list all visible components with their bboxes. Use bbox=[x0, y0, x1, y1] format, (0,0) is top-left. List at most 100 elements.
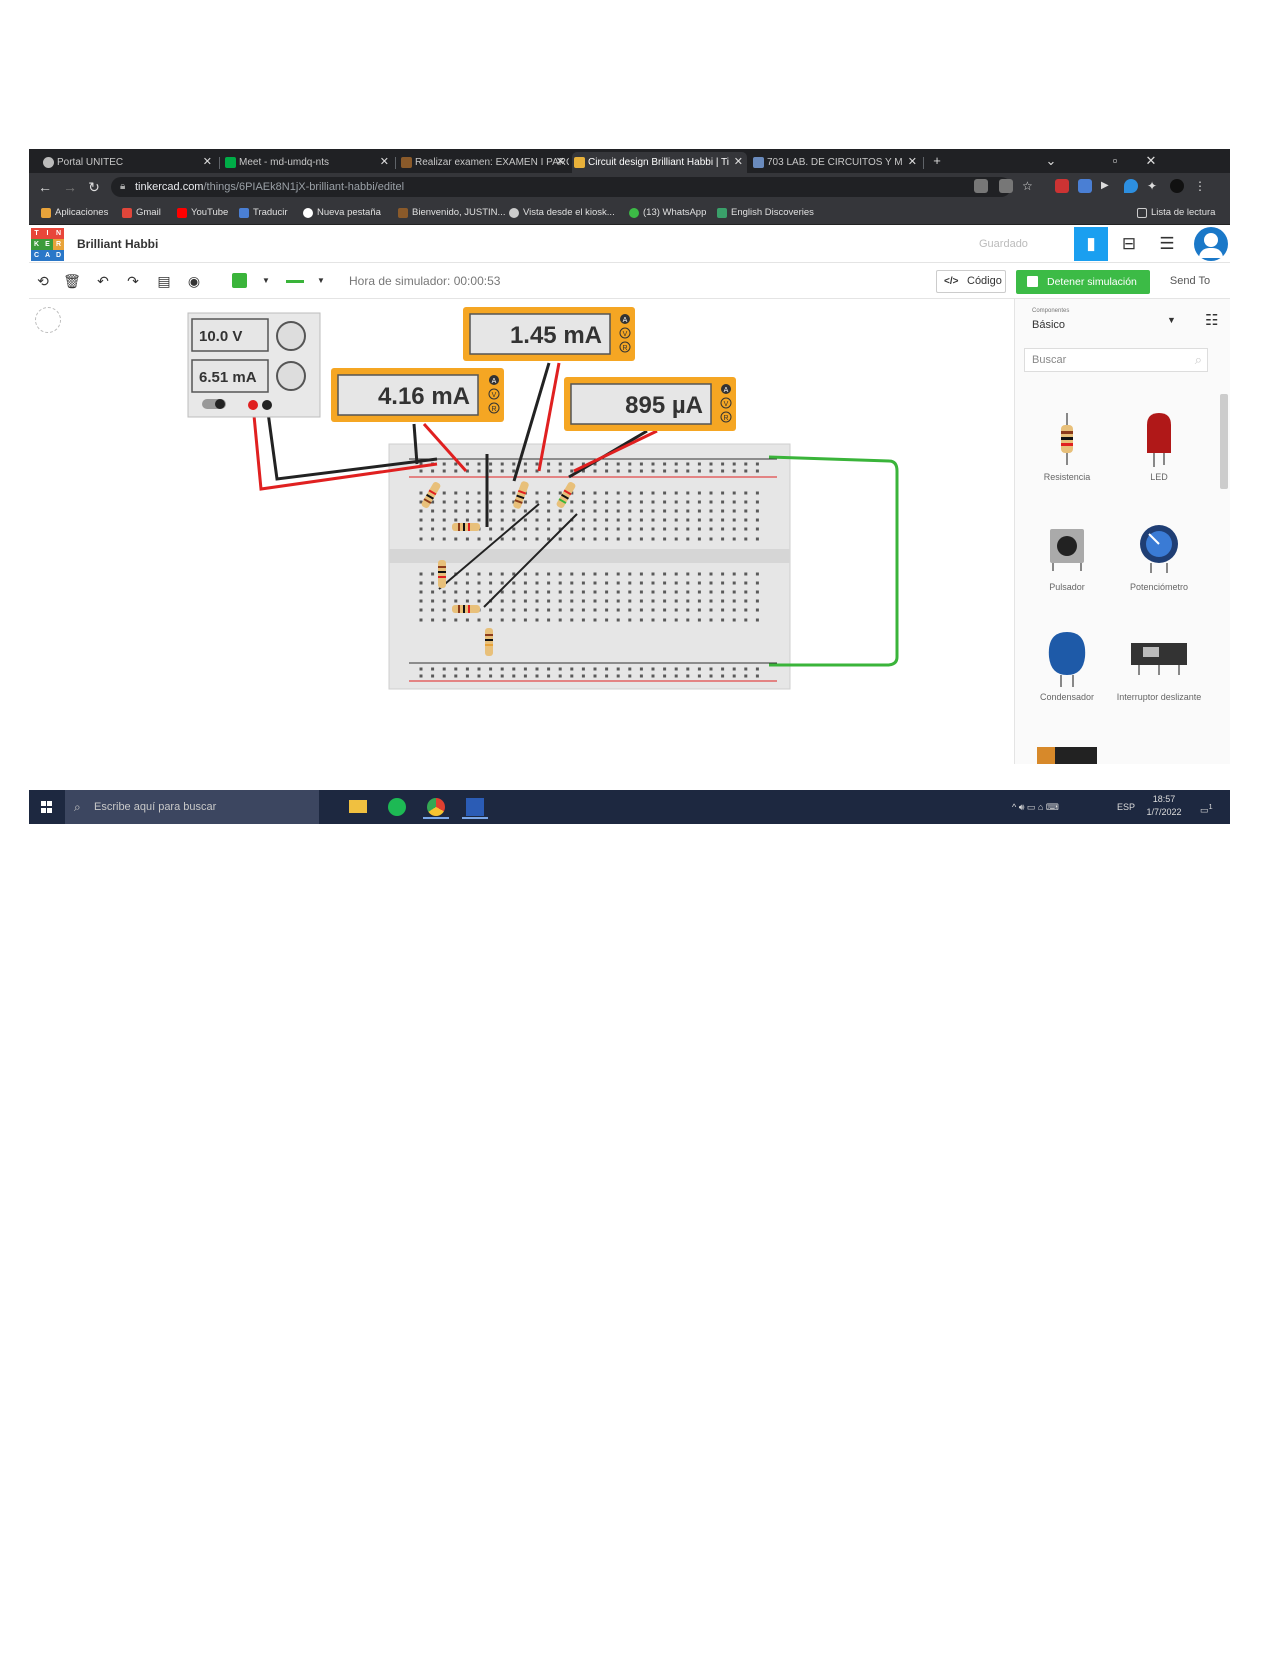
breadboard-hole[interactable] bbox=[616, 618, 620, 622]
breadboard-hole[interactable] bbox=[489, 590, 493, 594]
breadboard-hole[interactable] bbox=[639, 491, 643, 495]
puzzle-icon[interactable]: ✦ bbox=[1147, 179, 1158, 193]
breadboard-hole[interactable] bbox=[558, 667, 562, 671]
chrome-icon[interactable] bbox=[423, 795, 449, 819]
breadboard-hole[interactable] bbox=[477, 537, 481, 541]
breadboard-hole[interactable] bbox=[477, 462, 481, 466]
breadboard-hole[interactable] bbox=[489, 618, 493, 622]
breadboard-hole[interactable] bbox=[616, 537, 620, 541]
share-icon[interactable] bbox=[999, 179, 1013, 193]
breadboard-hole[interactable] bbox=[721, 469, 725, 473]
breadboard-hole[interactable] bbox=[721, 462, 725, 466]
breadboard-hole[interactable] bbox=[721, 667, 725, 671]
breadboard-hole[interactable] bbox=[628, 667, 632, 671]
breadboard-hole[interactable] bbox=[732, 509, 736, 513]
breadboard-hole[interactable] bbox=[686, 667, 690, 671]
breadboard-hole[interactable] bbox=[500, 674, 504, 678]
breadboard-hole[interactable] bbox=[639, 599, 643, 603]
bookmark-apps[interactable]: Aplicaciones bbox=[41, 201, 108, 225]
breadboard-hole[interactable] bbox=[558, 581, 562, 585]
breadboard-hole[interactable] bbox=[454, 599, 458, 603]
breadboard-hole[interactable] bbox=[697, 581, 701, 585]
breadboard-hole[interactable] bbox=[419, 599, 423, 603]
breadboard-hole[interactable] bbox=[663, 527, 667, 531]
breadboard-hole[interactable] bbox=[697, 527, 701, 531]
breadboard-hole[interactable] bbox=[709, 500, 713, 504]
breadboard-hole[interactable] bbox=[605, 527, 609, 531]
breadboard-hole[interactable] bbox=[721, 599, 725, 603]
forward-icon[interactable]: → bbox=[63, 179, 77, 195]
breadboard-hole[interactable] bbox=[465, 581, 469, 585]
code-button[interactable]: </>Código bbox=[936, 270, 1006, 293]
visibility-icon[interactable]: ◉ bbox=[187, 273, 201, 289]
back-icon[interactable]: ← bbox=[38, 179, 52, 195]
tab-examen[interactable]: Realizar examen: EXAMEN I PARC ✕ bbox=[399, 152, 569, 173]
breadboard-hole[interactable] bbox=[616, 599, 620, 603]
breadboard-hole[interactable] bbox=[697, 674, 701, 678]
breadboard-hole[interactable] bbox=[709, 491, 713, 495]
components-select[interactable]: Básico bbox=[1032, 319, 1066, 331]
breadboard-hole[interactable] bbox=[674, 527, 678, 531]
bookmark-youtube[interactable]: YouTube bbox=[177, 201, 228, 225]
breadboard-hole[interactable] bbox=[744, 462, 748, 466]
breadboard-hole[interactable] bbox=[558, 537, 562, 541]
schematic-view-button[interactable]: ⊟ bbox=[1121, 234, 1137, 253]
breadboard-hole[interactable] bbox=[709, 572, 713, 576]
breadboard-hole[interactable] bbox=[419, 572, 423, 576]
breadboard-hole[interactable] bbox=[431, 618, 435, 622]
breadboard-hole[interactable] bbox=[570, 491, 574, 495]
breadboard-hole[interactable] bbox=[535, 674, 539, 678]
breadboard-hole[interactable] bbox=[500, 527, 504, 531]
breadboard-hole[interactable] bbox=[755, 518, 759, 522]
breadboard-hole[interactable] bbox=[547, 462, 551, 466]
breadboard-hole[interactable] bbox=[686, 469, 690, 473]
breadboard-hole[interactable] bbox=[744, 572, 748, 576]
breadboard-hole[interactable] bbox=[500, 618, 504, 622]
breadboard-hole[interactable] bbox=[558, 527, 562, 531]
breadboard-hole[interactable] bbox=[663, 590, 667, 594]
breadboard-hole[interactable] bbox=[535, 509, 539, 513]
breadboard-hole[interactable] bbox=[570, 509, 574, 513]
breadboard-hole[interactable] bbox=[686, 500, 690, 504]
breadboard-hole[interactable] bbox=[442, 491, 446, 495]
breadboard-hole[interactable] bbox=[674, 491, 678, 495]
breadboard-hole[interactable] bbox=[639, 509, 643, 513]
breadboard-hole[interactable] bbox=[465, 618, 469, 622]
breadboard-hole[interactable] bbox=[512, 581, 516, 585]
breadboard-hole[interactable] bbox=[581, 491, 585, 495]
project-name[interactable]: Brilliant Habbi bbox=[77, 237, 159, 251]
breadboard-hole[interactable] bbox=[547, 527, 551, 531]
breadboard-hole[interactable] bbox=[535, 491, 539, 495]
close-tab-icon[interactable]: ✕ bbox=[202, 156, 212, 168]
chevron-down-icon[interactable]: ▼ bbox=[262, 276, 270, 285]
breadboard-hole[interactable] bbox=[709, 462, 713, 466]
breadboard-hole[interactable] bbox=[419, 509, 423, 513]
play-icon[interactable]: ▶ bbox=[1101, 180, 1109, 191]
component-pushbutton[interactable]: Pulsador bbox=[1021, 519, 1113, 593]
breadboard-hole[interactable] bbox=[500, 462, 504, 466]
send-to-button[interactable]: Send To bbox=[1169, 275, 1211, 287]
breadboard-hole[interactable] bbox=[500, 469, 504, 473]
breadboard-hole[interactable] bbox=[465, 599, 469, 603]
breadboard-hole[interactable] bbox=[477, 581, 481, 585]
breadboard-hole[interactable] bbox=[721, 618, 725, 622]
breadboard-hole[interactable] bbox=[605, 618, 609, 622]
breadboard-hole[interactable] bbox=[686, 599, 690, 603]
breadboard-hole[interactable] bbox=[709, 667, 713, 671]
breadboard-hole[interactable] bbox=[419, 469, 423, 473]
wire-green[interactable] bbox=[768, 455, 899, 667]
breadboard-hole[interactable] bbox=[512, 590, 516, 594]
breadboard-hole[interactable] bbox=[663, 674, 667, 678]
breadboard-hole[interactable] bbox=[686, 581, 690, 585]
breadboard-hole[interactable] bbox=[639, 537, 643, 541]
resistor[interactable] bbox=[556, 481, 577, 509]
breadboard-hole[interactable] bbox=[697, 608, 701, 612]
breadboard-hole[interactable] bbox=[477, 509, 481, 513]
breadboard-hole[interactable] bbox=[581, 618, 585, 622]
breadboard-hole[interactable] bbox=[674, 667, 678, 671]
word-icon[interactable] bbox=[462, 795, 488, 819]
breadboard-hole[interactable] bbox=[477, 590, 481, 594]
breadboard-hole[interactable] bbox=[442, 500, 446, 504]
breadboard-hole[interactable] bbox=[489, 581, 493, 585]
breadboard-hole[interactable] bbox=[697, 572, 701, 576]
